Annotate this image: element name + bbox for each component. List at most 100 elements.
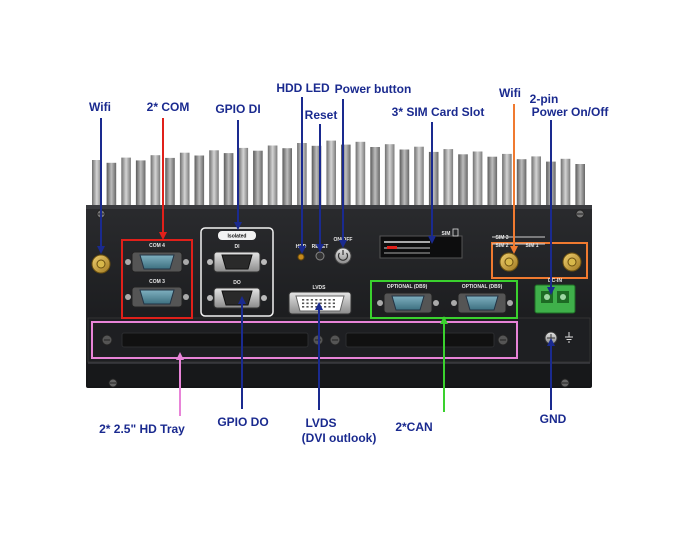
can-port-2 xyxy=(451,292,513,314)
heatsink-fin xyxy=(531,156,541,207)
callout-lvds-line2: (DVI outlook) xyxy=(302,431,377,445)
dcin-label: DC-IN xyxy=(548,278,562,284)
heatsink-fin xyxy=(487,156,498,207)
dvi-pin xyxy=(328,302,331,305)
dvi-pin xyxy=(332,302,335,305)
tray-screw-icon xyxy=(497,334,509,346)
can-ports-group: OPTIONAL (DB9) OPTIONAL (DB9) xyxy=(370,280,518,319)
dvi-pin xyxy=(306,306,309,308)
callout-gnd: GND xyxy=(540,412,567,426)
hdd-led-icon xyxy=(297,253,305,261)
heatsink-fin xyxy=(92,160,102,207)
heatsink-fins xyxy=(92,140,585,207)
heatsink-fin xyxy=(253,150,263,207)
heatsink-fin xyxy=(472,151,483,207)
heatsink-fin xyxy=(165,157,175,207)
sim1-label: SIM 1 xyxy=(525,243,538,249)
gpio-do-port xyxy=(207,287,267,309)
lvds-label: LVDS xyxy=(313,285,327,291)
dvi-pin xyxy=(306,302,309,305)
optional-label-2: OPTIONAL (DB9) xyxy=(462,284,503,290)
isolated-label: Isolated xyxy=(228,234,247,240)
com-ports-group: COM 4 COM 3 xyxy=(121,239,193,319)
heatsink-fin xyxy=(209,150,219,207)
dvi-pin xyxy=(328,299,331,301)
dvi-pin xyxy=(324,299,327,301)
ground-symbol-icon xyxy=(565,332,573,343)
com3-label: COM 3 xyxy=(149,279,165,285)
tray-screw-icon xyxy=(101,334,113,346)
callout-can: 2*CAN xyxy=(395,420,432,434)
heatsink-fin xyxy=(194,155,205,207)
dvi-pin xyxy=(315,299,318,301)
dvi-pin xyxy=(302,299,305,301)
dvi-pin xyxy=(310,302,313,305)
callout-hd-tray: 2* 2.5" HD Tray xyxy=(99,422,185,436)
callout-arrows xyxy=(97,97,555,416)
dvi-pin xyxy=(328,306,331,308)
heatsink-fin xyxy=(384,144,395,207)
do-label: DO xyxy=(233,280,241,286)
dvi-pin xyxy=(315,306,318,308)
sim-card-slots: SIM xyxy=(379,228,463,259)
dvi-pin xyxy=(319,299,322,301)
dvi-pin xyxy=(310,299,313,301)
heatsink-fin xyxy=(267,145,278,207)
heatsink-fin xyxy=(238,147,249,207)
dvi-pin xyxy=(332,306,335,308)
heatsink-fin xyxy=(399,149,410,207)
heatsink-fin xyxy=(223,153,234,207)
heatsink-fin xyxy=(282,148,292,207)
com4-port xyxy=(125,251,189,273)
heatsink-fin xyxy=(516,159,527,207)
com3-port xyxy=(125,286,189,308)
gpio-di-port xyxy=(207,251,267,273)
callout-reset: Reset xyxy=(305,108,338,122)
dvi-pin xyxy=(319,302,322,305)
can-port-1 xyxy=(377,292,439,314)
callout-power-button: Power button xyxy=(335,82,412,96)
heatsink-fin xyxy=(341,144,351,207)
dvi-pin xyxy=(310,306,313,308)
heatsink-fin xyxy=(443,149,454,207)
heatsink-fin xyxy=(106,162,117,207)
optional-label-1: OPTIONAL (DB9) xyxy=(387,284,428,290)
heatsink-fin xyxy=(502,153,512,207)
dvi-pin xyxy=(302,302,305,305)
dvi-pin xyxy=(332,299,335,301)
callout-sim-slot: 3* SIM Card Slot xyxy=(392,105,485,119)
screw-icon xyxy=(575,209,585,219)
callout-labels: Wifi 2* COM GPIO DI HDD LED Reset Power … xyxy=(89,81,609,445)
power-button[interactable] xyxy=(334,247,352,265)
dvi-pin xyxy=(302,306,305,308)
callout-wifi-right: Wifi xyxy=(499,86,521,100)
sim-label: SIM xyxy=(442,231,451,237)
screw-icon xyxy=(560,378,570,388)
dvi-pin xyxy=(324,306,327,308)
dvi-pin xyxy=(315,302,318,305)
dvi-pin xyxy=(306,299,309,301)
screw-icon xyxy=(108,378,118,388)
heatsink-fin xyxy=(458,154,468,207)
sim2-label: SIM 2 xyxy=(495,243,508,249)
heatsink-fin xyxy=(370,147,380,207)
sim3-label: SIM 3 xyxy=(495,235,508,241)
heatsink-fin xyxy=(326,140,336,207)
callout-power-2pin-line1: 2-pin xyxy=(530,92,559,106)
callout-gpio-do: GPIO DO xyxy=(217,415,268,429)
wifi-antenna-right-1 xyxy=(499,252,519,272)
heatsink-fin xyxy=(575,164,585,207)
callout-hdd-led: HDD LED xyxy=(276,81,330,95)
com4-label: COM 4 xyxy=(149,243,165,249)
callout-wifi-left: Wifi xyxy=(89,100,111,114)
heatsink-fin xyxy=(179,152,190,207)
reset-button[interactable] xyxy=(315,251,325,261)
tray-screw-icon xyxy=(329,334,341,346)
sim-card-icon xyxy=(452,228,459,237)
wifi-antenna-right-2 xyxy=(562,252,582,272)
heatsink-fin xyxy=(135,160,146,207)
heatsink-fin xyxy=(311,145,322,207)
dvi-pin xyxy=(324,302,327,305)
callout-lvds-line1: LVDS xyxy=(305,416,336,430)
